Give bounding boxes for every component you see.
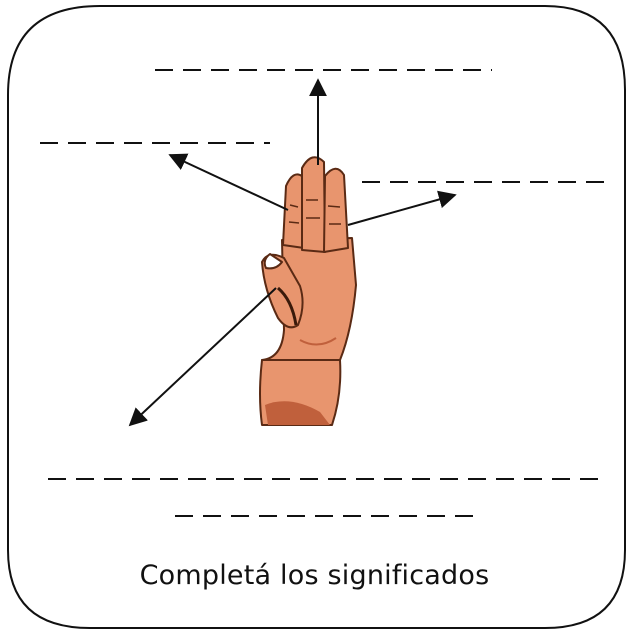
arrow-to-bottom-left [128,287,277,427]
arrow-to-right-line [347,190,457,226]
rounded-frame [7,5,626,629]
arrow-to-left-line [168,153,289,211]
instruction-caption: Completá los significados [139,560,490,591]
hand-illustration [259,156,357,426]
